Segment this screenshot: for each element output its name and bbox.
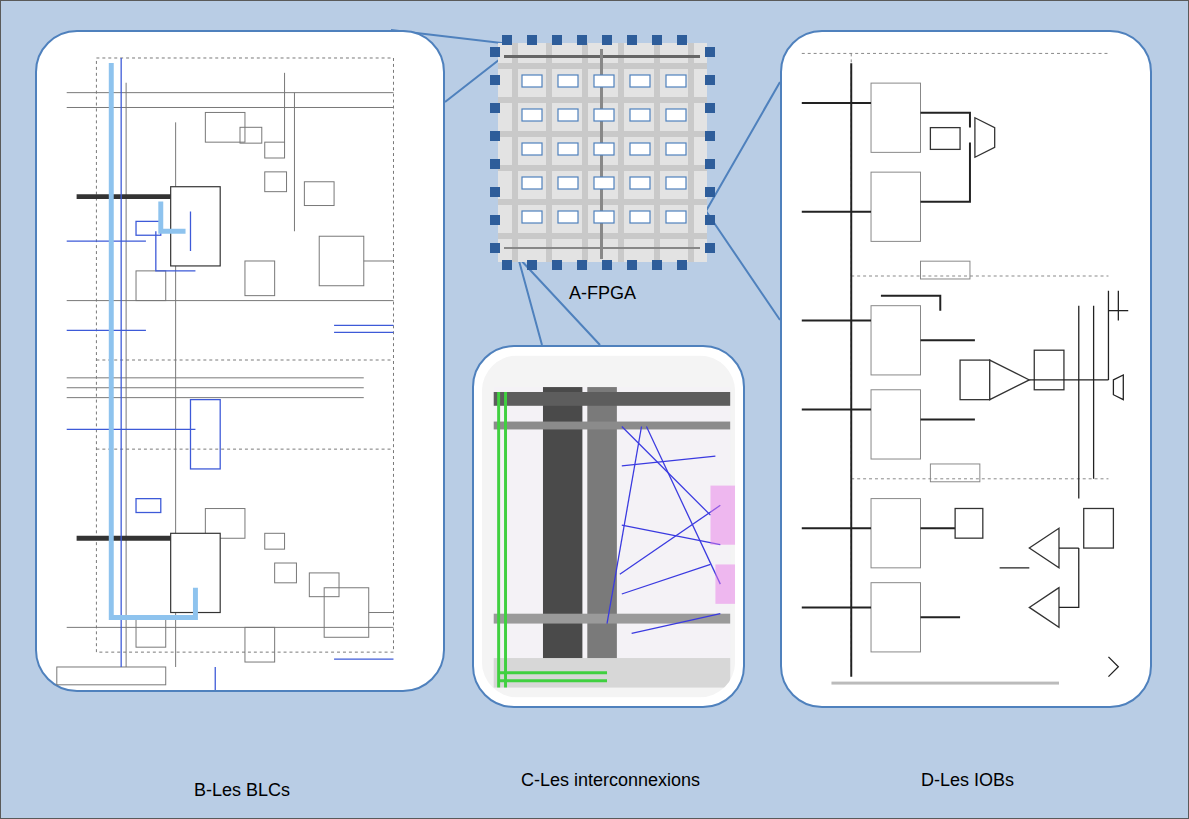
interconnect-panel: C-Les interconnexions <box>472 345 745 708</box>
blc-schematic <box>37 32 443 690</box>
panel-caption: B-Les BLCs <box>194 780 290 801</box>
fpga-chip: A-FPGA <box>490 35 715 270</box>
panel-caption: A-FPGA <box>569 283 636 304</box>
iob-panel: D-Les IOBs <box>780 30 1152 708</box>
interconnect-illustration <box>474 347 743 706</box>
fpga-chip-illustration <box>490 35 715 270</box>
callout-tail <box>706 82 780 320</box>
panel-caption: C-Les interconnexions <box>521 770 700 791</box>
callout-line <box>706 82 780 320</box>
blc-panel: B-Les BLCs <box>35 30 445 692</box>
callout-fill <box>706 82 780 320</box>
panel-caption: D-Les IOBs <box>921 770 1014 791</box>
iob-schematic <box>782 32 1150 706</box>
